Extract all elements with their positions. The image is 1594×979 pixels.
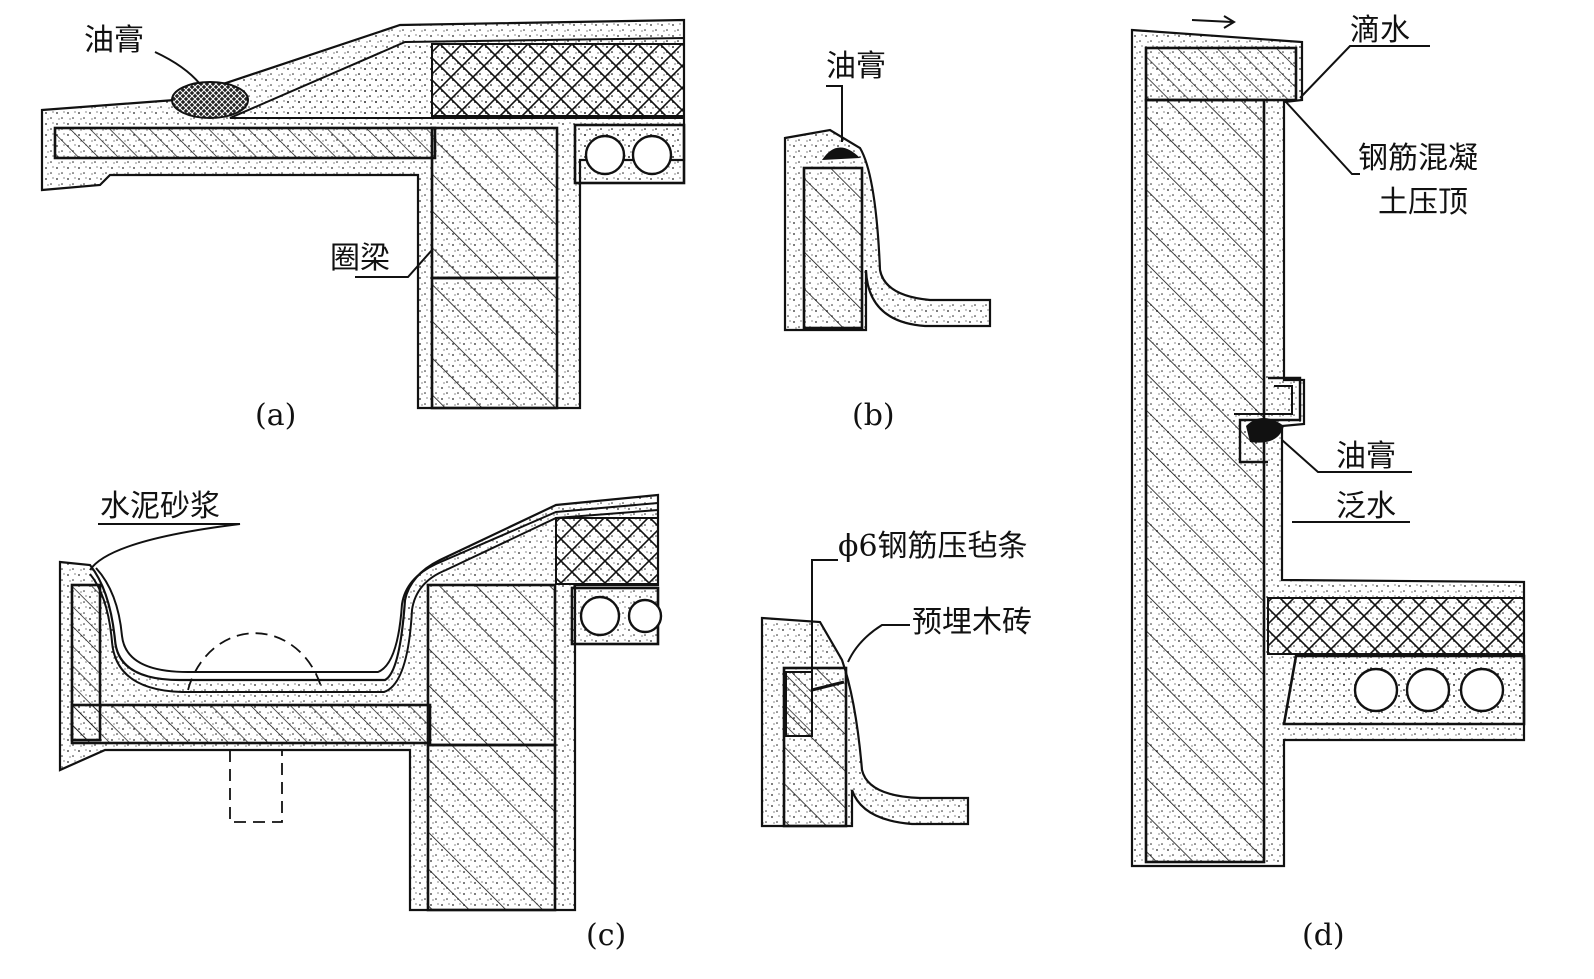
label-d-sealant: 油膏 (1336, 439, 1396, 474)
label-a-sealant: 油膏 (84, 23, 144, 58)
label-c-rebar-strip: ϕ6钢筋压毡条 (838, 529, 1028, 564)
detail-c-wood-brick (785, 671, 813, 737)
caption-d: (d) (1302, 918, 1345, 953)
detail-c-mortar-leader (89, 523, 241, 571)
detail-d-slope-arrow (1191, 15, 1236, 29)
detail-a: 油膏 圈梁 (a) (40, 18, 686, 433)
detail-c-hollow-core (579, 595, 621, 637)
detail-c-wall (426, 743, 557, 912)
detail-c-gutter-slab (70, 703, 432, 745)
label-b-sealant: 油膏 (826, 49, 886, 84)
caption-a: (a) (255, 398, 296, 433)
detail-d-flashing-groove-inner (1234, 385, 1293, 415)
detail-a-hollow-core (584, 134, 626, 176)
detail-d-sealant-leader (1281, 439, 1412, 473)
detail-d-insulation (1267, 597, 1525, 655)
caption-c: (c) (586, 918, 626, 953)
label-d-drip: 滴水 (1350, 13, 1410, 48)
detail-d-drip-leader (1299, 45, 1430, 99)
detail-d-hollow-core (1405, 667, 1451, 713)
detail-c-rebar-leader (811, 559, 838, 690)
detail-a-slab (53, 126, 437, 160)
detail-b: 油膏 (b) (783, 49, 992, 433)
detail-c-insulation (555, 517, 659, 585)
detail-a-sealant-blob (171, 81, 249, 119)
detail-c-membrane (89, 509, 659, 693)
detail-c-membrane (95, 502, 659, 673)
label-c-mortar: 水泥砂浆 (100, 489, 220, 524)
label-d-coping-line2: 土压顶 (1378, 185, 1468, 220)
detail-d-coping-leader (1285, 101, 1360, 175)
detail-c-wood-brick-leader (847, 624, 910, 663)
detail-d-sealant (1246, 418, 1284, 443)
detail-d-hollow-core (1459, 667, 1505, 713)
detail-d-coping (1144, 46, 1298, 102)
detail-d-hollow-core (1353, 667, 1399, 713)
label-a-ring-beam: 圈梁 (330, 241, 390, 276)
detail-d-hollow-slab (1282, 654, 1526, 726)
detail-a-hollow-core (631, 134, 673, 176)
detail-d: 滴水 钢筋混凝 土压顶 油膏 泛水 (d) (1130, 13, 1526, 953)
detail-c-hollow-core (627, 598, 663, 634)
detail-c-downpipe-dashed (187, 632, 323, 691)
detail-a-sealant-leader (154, 51, 201, 85)
label-c-wood-brick: 预埋木砖 (912, 605, 1032, 640)
detail-c-outlet-dashed (229, 750, 283, 823)
detail-a-insulation (431, 43, 685, 117)
caption-b: (b) (852, 398, 895, 433)
detail-c: 水泥砂浆 ϕ6钢筋压毡条 预埋木砖 (c) (58, 489, 1032, 953)
label-d-flashing: 泛水 (1336, 489, 1396, 524)
detail-b-parapet (802, 166, 864, 330)
detail-c-rebar-strip (811, 680, 845, 692)
detail-a-ring-beam-leader (355, 249, 433, 278)
detail-b-sealant (822, 147, 860, 160)
detail-a-ring-beam (430, 126, 559, 280)
detail-d-wall (1144, 98, 1266, 864)
detail-b-sealant-leader (826, 85, 843, 142)
detail-c-beam (426, 583, 557, 747)
detail-a-wall (430, 276, 559, 410)
label-d-coping-line1: 钢筋混凝 (1358, 141, 1478, 176)
